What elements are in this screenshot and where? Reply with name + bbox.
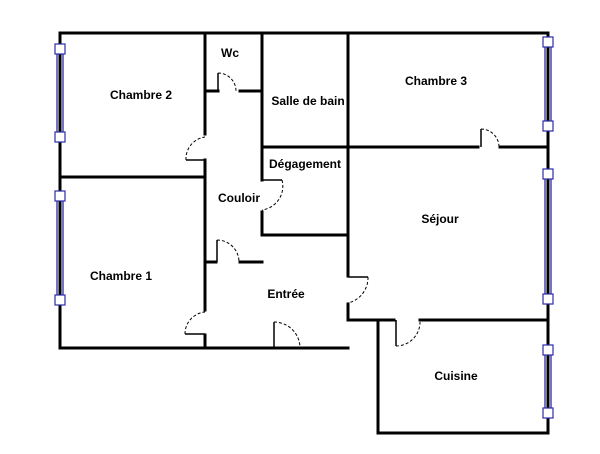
door-cuisine [395, 320, 421, 347]
room-label-chambre-3: Chambre 3 [405, 74, 467, 88]
door-entree [273, 321, 301, 349]
door-chambre-3 [480, 128, 500, 148]
interior-walls [58, 31, 550, 350]
door-degagement [261, 179, 284, 211]
room-label-chambre-1: Chambre 1 [90, 269, 152, 283]
window-right-bottom [542, 344, 554, 419]
door-chambre-1 [184, 311, 206, 335]
room-label-degagement: Dégagement [269, 157, 341, 171]
window-right-top [542, 36, 554, 132]
room-label-salle-de-bain: Salle de bain [271, 94, 344, 108]
door-sejour [347, 276, 369, 304]
room-label-chambre-2: Chambre 2 [110, 88, 172, 102]
room-label-wc: Wc [221, 46, 239, 60]
window-left-upper [54, 43, 66, 143]
window-left-lower [54, 190, 66, 306]
room-label-cuisine: Cuisine [434, 369, 478, 383]
door-couloir [216, 239, 240, 263]
room-label-sejour: Séjour [421, 212, 459, 226]
window-right-middle [542, 168, 554, 305]
door-chambre-2 [185, 136, 206, 161]
room-label-couloir: Couloir [218, 191, 260, 205]
door-wc [217, 72, 237, 92]
room-label-entree: Entrée [267, 287, 305, 301]
